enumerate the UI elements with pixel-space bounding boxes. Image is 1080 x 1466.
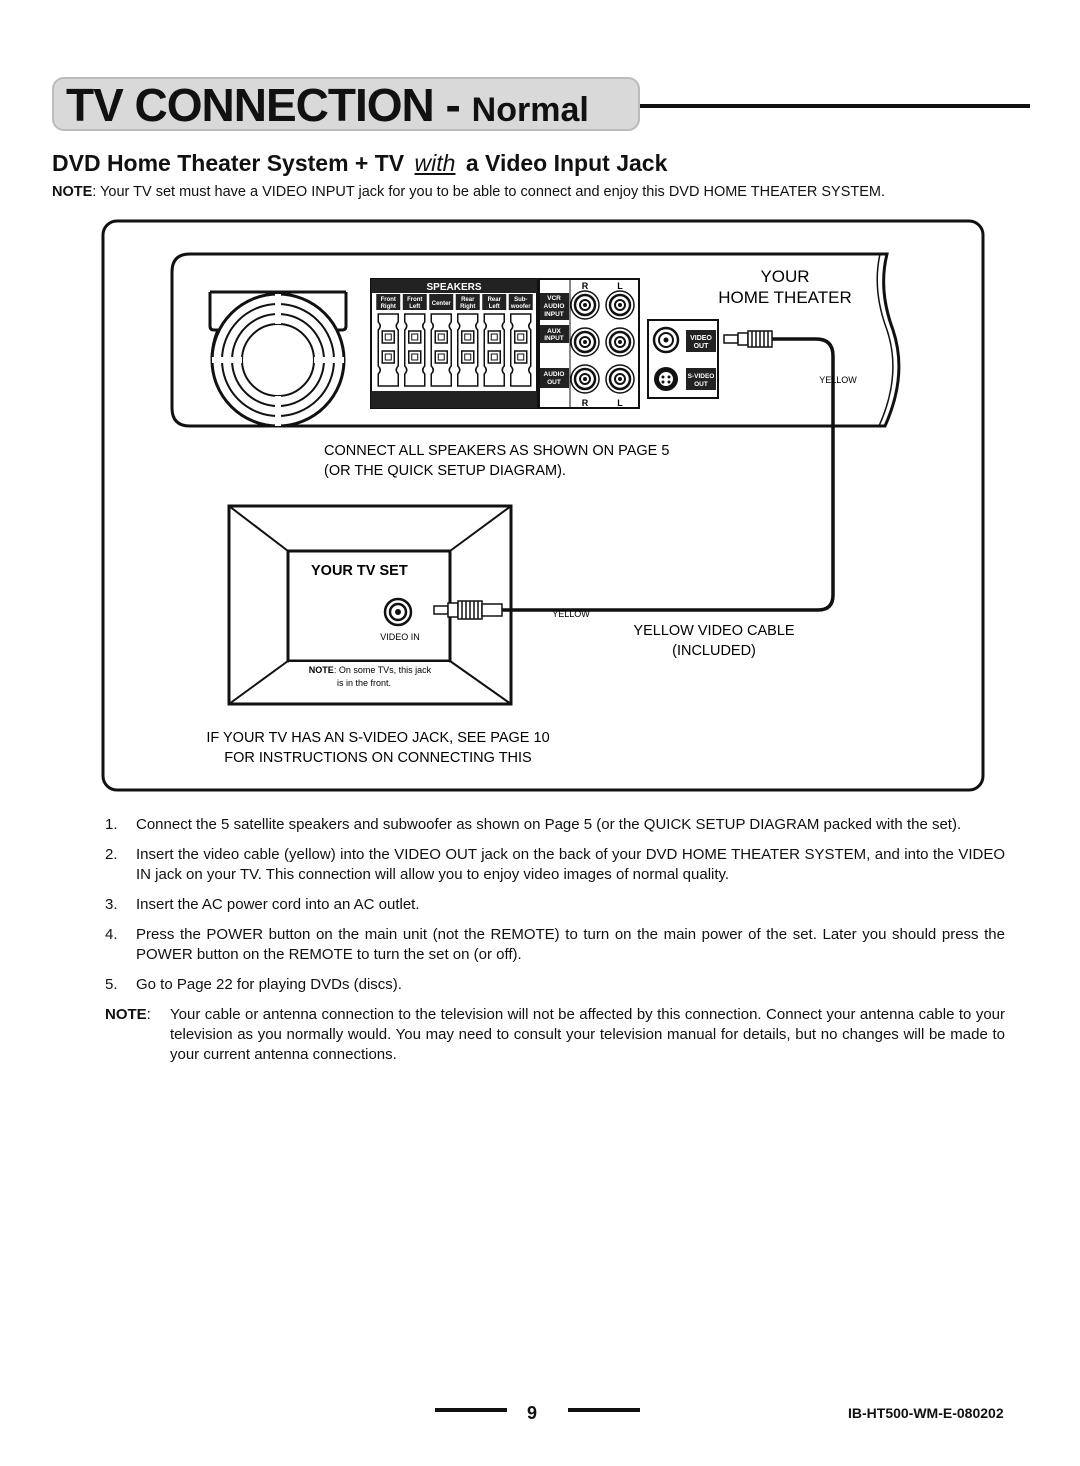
aux-label-2: INPUT [544, 335, 564, 342]
cable-label-2: (INCLUDED) [672, 643, 756, 659]
video-cable [502, 337, 835, 612]
svideo-out-label-2: OUT [694, 381, 708, 388]
svideo-note-line-1: IF YOUR TV HAS AN S-VIDEO JACK, SEE PAGE… [206, 730, 549, 746]
document-code: IB-HT500-WM-E-080202 [848, 1405, 1004, 1421]
speaker-top-label: Rear [488, 297, 502, 303]
yellow-label-bottom: YELLOW [552, 609, 590, 619]
footer-rule-right [568, 1408, 640, 1412]
vcr-label-2: AUDIO [544, 303, 565, 310]
section-heading: DVD Home Theater System + TV with a Vide… [52, 150, 668, 176]
svideo-note-line-2: FOR INSTRUCTIONS ON CONNECTING THIS [224, 750, 531, 766]
video-out-label-1: VIDEO [690, 335, 712, 342]
speaker-top-label: Rear [461, 297, 475, 303]
yellow-label-top: YELLOW [819, 375, 857, 385]
audio-out-label-1: AUDIO [544, 371, 565, 378]
speaker-top-label: Front [407, 297, 422, 303]
svideo-out-label-1: S-VIDEO [688, 373, 715, 380]
speaker-top-label: Right [460, 304, 475, 310]
speaker-top-label: Front [381, 297, 396, 303]
list-item: 3.Insert the AC power cord into an AC ou… [105, 896, 420, 913]
video-cable-top-plug [723, 330, 773, 348]
speaker-terminal-icon [430, 313, 452, 387]
footer-rule-left [435, 1408, 507, 1412]
list-item: 1.Connect the 5 satellite speakers and s… [105, 816, 962, 833]
home-theater-label-1: YOUR [760, 267, 809, 286]
video-out-label-2: OUT [694, 343, 710, 350]
instruction-list: 1.Connect the 5 satellite speakers and s… [105, 815, 1005, 1065]
list-item: 5.Go to Page 22 for playing DVDs (discs)… [105, 976, 402, 993]
video-in-jack-icon [383, 597, 413, 627]
connection-diagram: SPEAKERS FrontRightFRFrontLeftFLCenterCR… [101, 219, 985, 792]
speaker-top-label: Left [409, 304, 420, 310]
speaker-top-label: woofer [510, 304, 531, 310]
list-item: 2.Insert the video cable (yellow) into t… [105, 846, 1005, 883]
top-note: NOTE: Your TV set must have a VIDEO INPU… [52, 184, 886, 200]
video-in-label: VIDEO IN [380, 632, 420, 642]
video-cable-bottom-plug [433, 600, 503, 620]
speaker-terminal-icon [510, 313, 532, 387]
vcr-label-3: INPUT [544, 311, 564, 318]
tv-set-label: YOUR TV SET [311, 563, 408, 579]
speaker-terminal-icon [377, 313, 399, 387]
title-banner [52, 77, 640, 131]
jack-l-top: L [617, 281, 623, 291]
list-item: 4.Press the POWER button on the main uni… [105, 926, 1005, 963]
speaker-top-label: Left [489, 304, 500, 310]
tv-set-illustration [227, 504, 513, 706]
audio-jack-block: R L R L VCR AUDIO INPUT AUX INPUT AUDIO … [538, 278, 640, 409]
speaker-terminal-icon [404, 313, 426, 387]
jack-l-bottom: L [617, 398, 623, 408]
connect-speakers-line-2: (OR THE QUICK SETUP DIAGRAM). [324, 463, 566, 479]
video-out-block: VIDEO OUT S-VIDEO OUT [647, 319, 719, 399]
speaker-terminals: SPEAKERS FrontRightFRFrontLeftFLCenterCR… [370, 278, 538, 409]
diagram-frame [101, 219, 985, 792]
page-title-sub: Normal [471, 91, 589, 129]
title-rule [640, 104, 1030, 108]
bottom-note: NOTE: Your cable or antenna connection t… [105, 1006, 1005, 1063]
speaker-terminal-icon [483, 313, 505, 387]
page-title: TV CONNECTION - Normal [66, 79, 589, 131]
jack-r-bottom: R [582, 398, 589, 408]
speaker-top-label: Center [432, 301, 452, 307]
speaker-terminal-icon [457, 313, 479, 387]
home-theater-label-2: HOME THEATER [718, 288, 852, 307]
vcr-label-1: VCR [547, 295, 561, 302]
cable-label-1: YELLOW VIDEO CABLE [633, 623, 794, 639]
page-number: 9 [527, 1403, 538, 1423]
speakers-header-label: SPEAKERS [426, 282, 481, 293]
aux-label-1: AUX [547, 328, 561, 335]
tv-note-line-2: is in the front. [337, 678, 391, 688]
jack-r-top: R [582, 281, 589, 291]
speaker-top-label: Right [381, 304, 396, 310]
connect-speakers-line-1: CONNECT ALL SPEAKERS AS SHOWN ON PAGE 5 [324, 443, 669, 459]
speaker-top-label: Sub- [514, 297, 527, 303]
fan-grille-icon [208, 290, 348, 428]
audio-out-label-2: OUT [547, 379, 561, 386]
tv-note-line-1: NOTE: On some TVs, this jack [309, 665, 432, 675]
